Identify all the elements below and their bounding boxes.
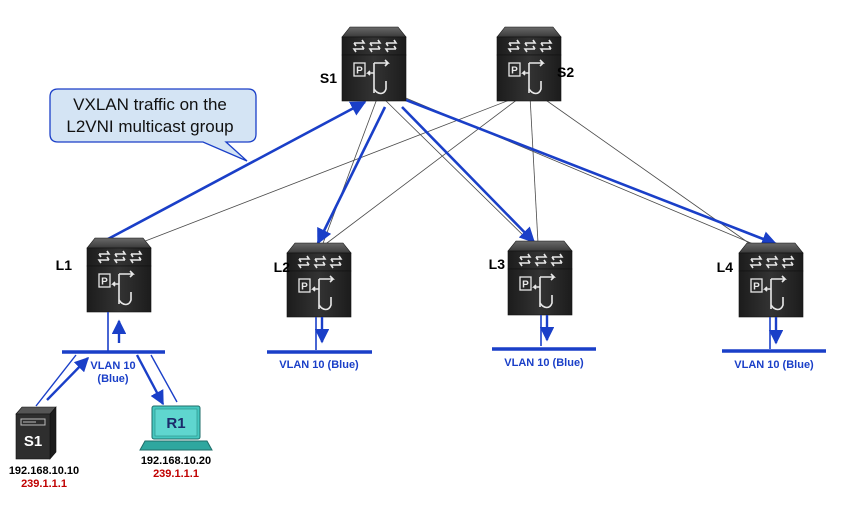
source-server-s1[interactable]	[15, 406, 57, 460]
callout-line-1: VXLAN traffic on the	[73, 95, 227, 114]
spine-switch-s2[interactable]	[496, 26, 562, 102]
vlan-label-l4: VLAN 10 (Blue)	[734, 359, 814, 371]
receiver-host-group: 239.1.1.1	[153, 468, 199, 480]
leaf-switch-l1[interactable]	[86, 237, 152, 313]
leaf-label-l2: L2	[274, 259, 291, 275]
arrow-s1-to-l3	[401, 106, 536, 244]
leaf-label-l3: L3	[489, 256, 506, 272]
callout-bubble: VXLAN traffic on the L2VNI multicast gro…	[49, 88, 257, 162]
leaf-label-l4: L4	[717, 259, 734, 275]
spine-label-s2: S2	[557, 64, 574, 80]
source-host-label: S1	[24, 433, 42, 450]
arrow-l1-to-s1	[107, 100, 367, 241]
multicast-traffic-arrows	[107, 98, 778, 247]
leaf-switch-l2[interactable]	[286, 242, 352, 318]
vlan-segments	[62, 312, 826, 354]
arrow-s1-to-l2	[316, 106, 387, 245]
host-links	[35, 354, 178, 407]
callout-line-2: L2VNI multicast group	[66, 117, 233, 136]
leaf-switch-l4[interactable]	[738, 242, 804, 318]
vlan-label-l1-line1: VLAN 10	[90, 360, 135, 372]
vlan-label-l1-line2: (Blue)	[97, 373, 129, 385]
receiver-host-label: R1	[166, 415, 185, 432]
vlan-label-l2: VLAN 10 (Blue)	[279, 359, 359, 371]
spine-label-s1: S1	[320, 70, 337, 86]
vlan-label-l3: VLAN 10 (Blue)	[504, 357, 584, 369]
receiver-host-ip: 192.168.10.20	[141, 455, 211, 467]
source-host-group: 239.1.1.1	[21, 478, 67, 490]
source-host-ip: 192.168.10.10	[9, 465, 79, 477]
leaf-switch-l3[interactable]	[507, 240, 573, 316]
leaf-label-l1: L1	[56, 257, 73, 273]
spine-switch-s1[interactable]	[341, 26, 407, 102]
arrow-s1-to-l4	[405, 98, 778, 247]
receiver-laptop-r1[interactable]	[139, 405, 213, 451]
